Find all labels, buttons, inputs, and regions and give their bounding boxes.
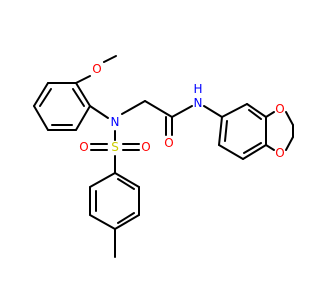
bond (33, 82, 49, 107)
bond-ring-o-top (265, 111, 275, 118)
tolyl-ring (89, 172, 140, 230)
double-bond-inner (248, 109, 262, 120)
bond-o-ch2 (285, 111, 294, 126)
bond-o-methyl (103, 55, 117, 63)
hydrogen-amide-label: H (193, 82, 202, 96)
bond (114, 214, 140, 230)
oxygen-methoxy-label: O (92, 62, 101, 76)
bond (89, 214, 116, 230)
bond (218, 144, 244, 160)
oxygen-sulfonyl-right-label: O (141, 140, 150, 154)
bond (75, 105, 91, 131)
benzodioxole-ring (218, 103, 267, 160)
bond-ch2-o (285, 136, 294, 151)
methoxyphenyl-ring (33, 82, 91, 131)
bond (246, 103, 267, 118)
bond-ch2-co (144, 100, 173, 118)
bond-c-n (171, 105, 193, 118)
bond (221, 103, 248, 118)
oxygen-dioxole-bottom-label: O (275, 146, 284, 160)
double-bond-inner (243, 142, 262, 154)
structure-svg: O N S O O O N H O O (33, 55, 294, 258)
bond-ring-o-bottom (265, 144, 275, 151)
bond (242, 144, 267, 160)
oxygen-sulfonyl-left-label: O (79, 140, 88, 154)
bond (89, 172, 116, 188)
double-bond-inner (224, 120, 228, 142)
bond (33, 105, 49, 131)
bond-n-ring (203, 105, 223, 118)
bond-n-ch2 (121, 100, 146, 115)
bond (114, 172, 140, 188)
bond-ring-o-methoxy (75, 75, 91, 84)
oxygen-carbonyl-label: O (164, 136, 173, 150)
double-bond-inner (39, 88, 52, 107)
double-bond-inner (72, 88, 85, 107)
bond (75, 82, 91, 107)
bond-ring-n (89, 105, 109, 119)
nitrogen-amide-label: N (194, 96, 203, 110)
oxygen-dioxole-top-label: O (275, 102, 284, 116)
nitrogen-sulfonamide-label: N (111, 115, 120, 129)
double-bond-inner (117, 178, 135, 190)
bond (218, 116, 223, 146)
double-bond-inner (117, 212, 135, 224)
sulfur-label: S (111, 140, 119, 154)
molecule-diagram: O N S O O O N H O O (33, 55, 294, 258)
